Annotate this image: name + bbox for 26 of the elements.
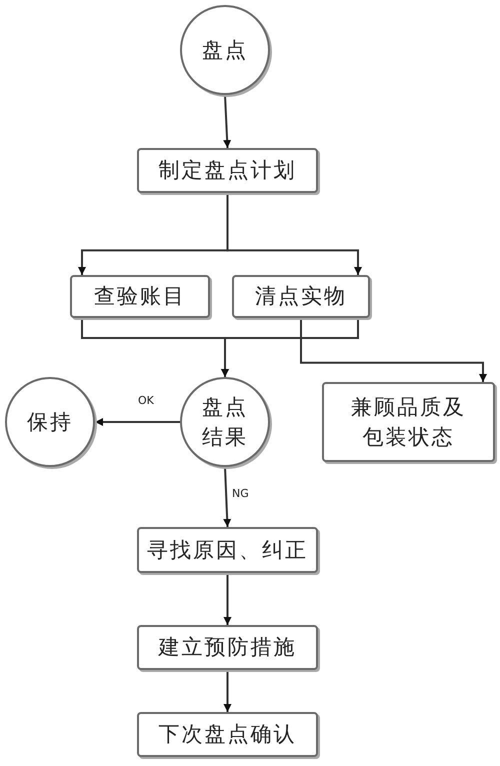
node-text: 盘点结果 [201, 394, 249, 451]
arrow [223, 94, 232, 148]
process-box [232, 275, 370, 318]
process-box [137, 625, 318, 670]
node-text: 清点实物 [255, 283, 347, 310]
arrow [224, 670, 232, 712]
node-text: 建立预防措施 [158, 634, 296, 662]
node-text: 下次盘点确认 [158, 721, 296, 748]
process-box [137, 527, 318, 573]
process-box [137, 148, 318, 193]
edge-label: OK [137, 394, 155, 407]
process-box [322, 382, 495, 462]
arrow [300, 318, 487, 382]
process-box [70, 275, 210, 318]
arrow [224, 573, 232, 625]
arrow [221, 318, 359, 377]
arrow [95, 418, 180, 426]
arrow [223, 466, 232, 528]
node-text: 制定盘点计划 [158, 157, 296, 184]
node-text: 盘点 [202, 36, 248, 64]
process-box [137, 712, 318, 757]
node-text: 保持 [27, 408, 73, 436]
edge-label: NG [231, 487, 250, 500]
node-text: 寻找原因、纠正 [147, 536, 308, 564]
node-text: 查验账目 [94, 283, 186, 310]
node-text: 兼顾品质及包装状态 [350, 394, 467, 451]
